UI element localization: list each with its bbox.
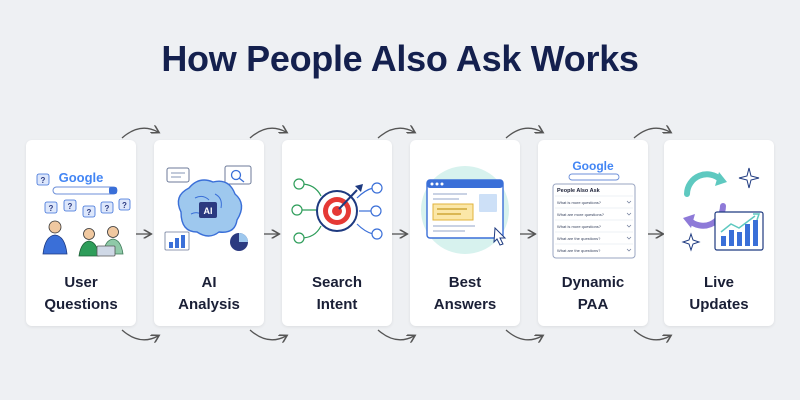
top-arrow: [377, 128, 414, 139]
refresh-chart-icon: [681, 167, 764, 252]
target-icon: [291, 178, 383, 244]
paa-box-icon: Google People Also Ask What is more ques…: [552, 159, 636, 259]
top-arrow: [121, 128, 158, 139]
bottom-arrow: [121, 329, 158, 340]
top-arrow: [505, 128, 542, 139]
svg-text:What are more questions?: What are more questions?: [557, 212, 605, 217]
user-questions-icon: Google ? ? ? ? ? ?: [36, 170, 131, 257]
top-arrow: [249, 128, 286, 139]
svg-text:?: ?: [49, 204, 54, 213]
top-arrow: [633, 128, 670, 139]
svg-text:What are the questions?: What are the questions?: [557, 248, 601, 253]
step-card-dynamic-paa: Google People Also Ask What is more ques…: [538, 140, 648, 326]
svg-text:People Also Ask: People Also Ask: [557, 188, 601, 194]
svg-text:?: ?: [105, 204, 110, 213]
svg-text:?: ?: [68, 202, 73, 211]
svg-text:Google: Google: [59, 170, 104, 185]
bottom-arrow: [633, 329, 670, 340]
svg-text:AI: AI: [204, 206, 213, 216]
bottom-arrow: [377, 329, 414, 340]
svg-text:What is more questions?: What is more questions?: [557, 200, 602, 205]
svg-text:What is more questions?: What is more questions?: [557, 224, 602, 229]
ai-brain-icon: AI: [164, 165, 252, 251]
svg-text:Google: Google: [572, 159, 614, 173]
svg-text:?: ?: [41, 176, 46, 185]
svg-text:?: ?: [122, 201, 127, 210]
svg-text:?: ?: [87, 208, 92, 217]
page-title: How People Also Ask Works: [161, 38, 639, 79]
bottom-arrow: [249, 329, 286, 340]
svg-text:What are the questions?: What are the questions?: [557, 236, 601, 241]
bottom-arrow: [505, 329, 542, 340]
browser-answer-icon: [421, 166, 509, 254]
